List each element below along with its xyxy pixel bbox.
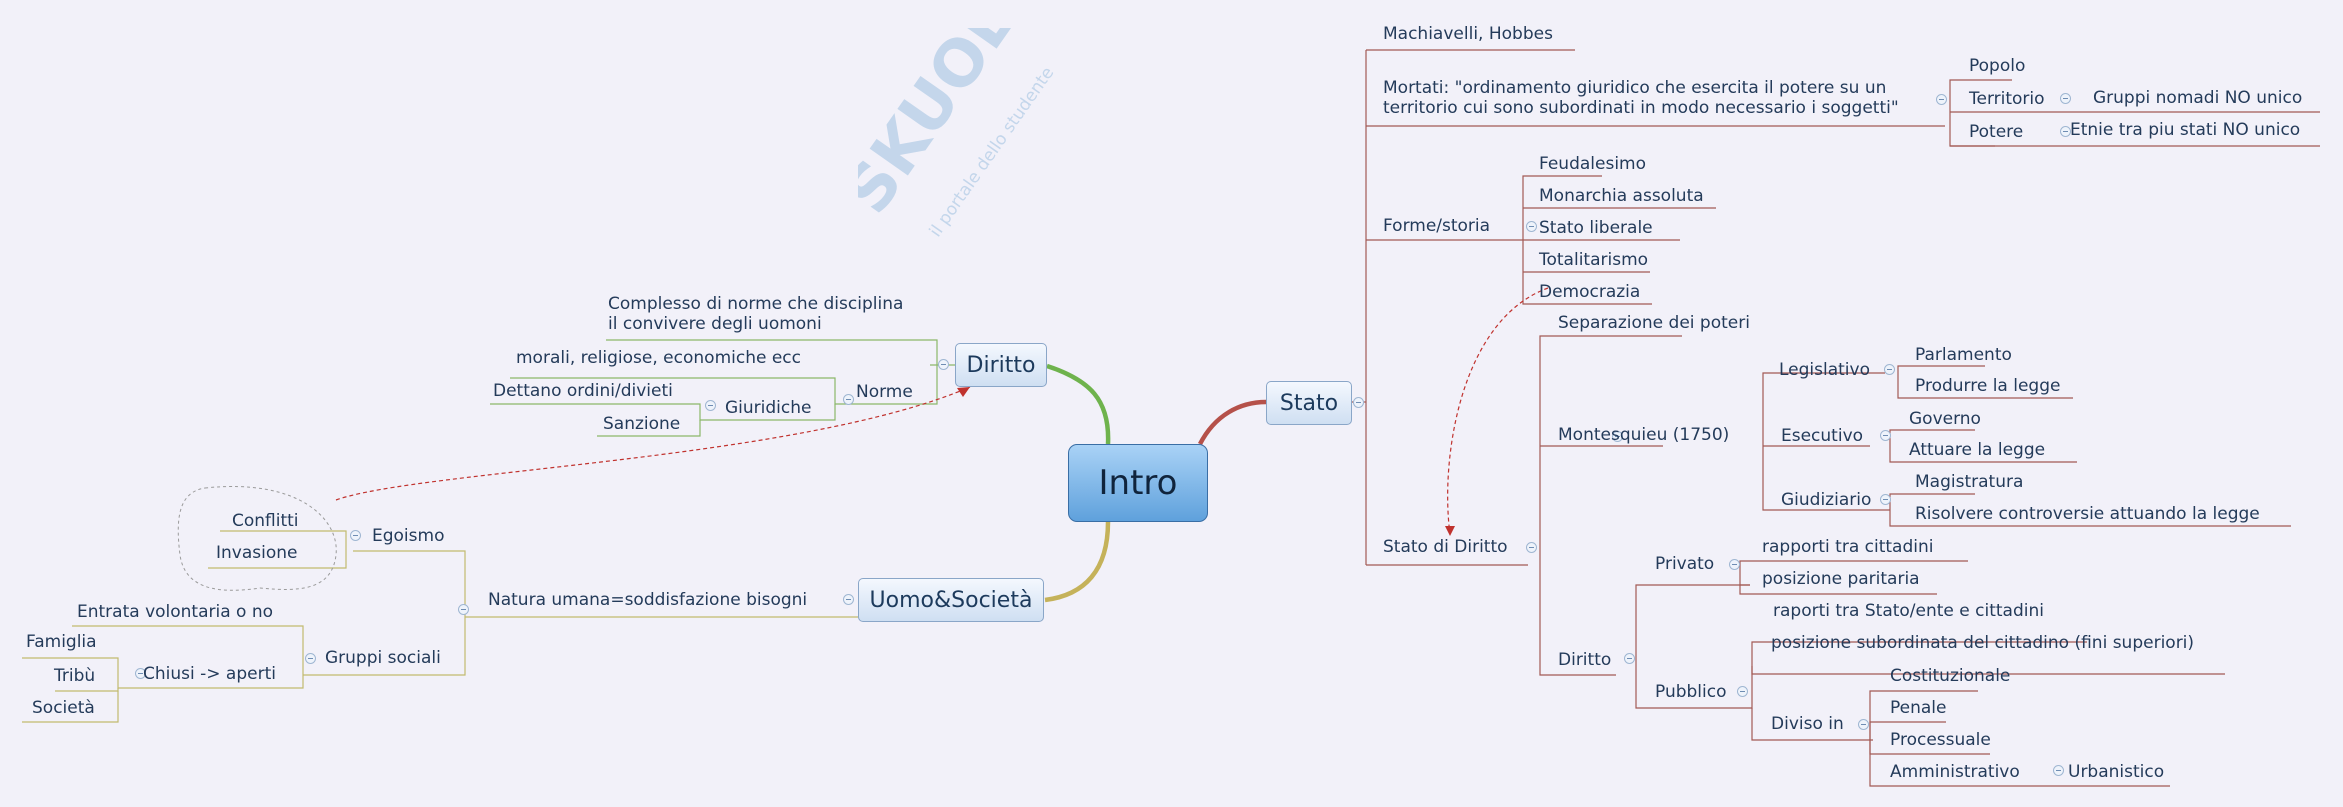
node-conflitti[interactable]: Conflitti <box>232 511 299 531</box>
topic-diritto-label: Diritto <box>966 352 1036 378</box>
node-popolo[interactable]: Popolo <box>1969 56 2026 76</box>
node-esecutivo[interactable]: Esecutivo <box>1781 426 1864 446</box>
collapse-toggle-privato[interactable] <box>1729 559 1740 570</box>
collapse-toggle-territorio[interactable] <box>2060 93 2071 104</box>
collapse-toggle-pubblico[interactable] <box>1737 686 1748 697</box>
node-posizione-subordinata[interactable]: posizione subordinata del cittadino (fin… <box>1771 633 2195 653</box>
topic-uomo-societa[interactable]: Uomo&Società <box>858 578 1044 622</box>
collapse-toggle-esecutivo[interactable] <box>1880 430 1891 441</box>
topic-stato[interactable]: Stato <box>1266 381 1352 425</box>
node-forme-storia[interactable]: Forme/storia <box>1383 216 1491 236</box>
node-democrazia[interactable]: Democrazia <box>1539 282 1641 302</box>
node-urbanistico[interactable]: Urbanistico <box>2068 762 2165 782</box>
node-societa[interactable]: Società <box>32 698 95 718</box>
node-privato[interactable]: Privato <box>1655 554 1715 574</box>
node-parlamento[interactable]: Parlamento <box>1915 345 2012 365</box>
node-mortati[interactable]: Mortati: "ordinamento giuridico che eser… <box>1383 78 1899 118</box>
node-machiavelli[interactable]: Machiavelli, Hobbes <box>1383 24 1553 44</box>
node-egoismo[interactable]: Egoismo <box>372 526 445 546</box>
node-montesquieu[interactable]: Montesquieu (1750) <box>1558 425 1730 445</box>
topic-diritto[interactable]: Diritto <box>955 343 1047 387</box>
node-produrre[interactable]: Produrre la legge <box>1915 376 2061 396</box>
node-famiglia[interactable]: Famiglia <box>26 632 97 652</box>
topic-stato-label: Stato <box>1279 390 1339 416</box>
node-stato-liberale[interactable]: Stato liberale <box>1539 218 1653 238</box>
collapse-toggle-diviso[interactable] <box>1858 719 1869 730</box>
node-giudiziario[interactable]: Giudiziario <box>1781 490 1872 510</box>
center-topic[interactable]: Intro <box>1068 444 1208 522</box>
collapse-toggle-stato[interactable] <box>1353 397 1364 408</box>
node-chiusi-aperti[interactable]: Chiusi -> aperti <box>143 664 276 684</box>
node-norme[interactable]: Norme <box>856 382 913 402</box>
node-potere[interactable]: Potere <box>1969 122 2024 142</box>
node-governo[interactable]: Governo <box>1909 409 1981 429</box>
collapse-toggle-giuridiche[interactable] <box>705 400 716 411</box>
node-feudalesimo[interactable]: Feudalesimo <box>1539 154 1647 174</box>
node-totalitarismo[interactable]: Totalitarismo <box>1539 250 1649 270</box>
node-legislativo[interactable]: Legislativo <box>1779 360 1870 380</box>
collapse-toggle-gruppi[interactable] <box>305 653 316 664</box>
node-giuridiche[interactable]: Giuridiche <box>725 398 812 418</box>
node-natura-umana[interactable]: Natura umana=soddisfazione bisogni <box>488 590 808 610</box>
collapse-toggle-amministrativo[interactable] <box>2053 765 2064 776</box>
node-tribu[interactable]: Tribù <box>54 666 96 686</box>
collapse-toggle-giudiziario[interactable] <box>1880 494 1891 505</box>
node-amministrativo[interactable]: Amministrativo <box>1890 762 2020 782</box>
skuola-watermark: SKUOLA.net il portale dello studente <box>858 28 1141 241</box>
node-rapporti-cittadini[interactable]: rapporti tra cittadini <box>1762 537 1934 557</box>
collapse-toggle-chiusi[interactable] <box>135 668 146 679</box>
node-diviso-in[interactable]: Diviso in <box>1771 714 1844 734</box>
collapse-toggle-diritto[interactable] <box>938 359 949 370</box>
node-invasione[interactable]: Invasione <box>216 543 298 563</box>
node-dettano[interactable]: Dettano ordini/divieti <box>493 381 673 401</box>
collapse-toggle-stato-diritto[interactable] <box>1526 542 1537 553</box>
node-norme-morali[interactable]: morali, religiose, economiche ecc <box>516 348 801 368</box>
collapse-toggle-forme[interactable] <box>1526 221 1537 232</box>
node-entrata[interactable]: Entrata volontaria o no <box>77 602 274 622</box>
node-risolvere[interactable]: Risolvere controversie attuando la legge <box>1915 504 2260 524</box>
collapse-toggle-legislativo[interactable] <box>1884 364 1895 375</box>
center-topic-label: Intro <box>1098 463 1178 503</box>
collapse-toggle-diritto-stato[interactable] <box>1624 653 1635 664</box>
collapse-toggle-potere[interactable] <box>2060 126 2071 137</box>
collapse-toggle-mortati[interactable] <box>1936 94 1947 105</box>
node-stato-di-diritto[interactable]: Stato di Diritto <box>1383 537 1508 557</box>
node-pubblico[interactable]: Pubblico <box>1655 682 1727 702</box>
collapse-toggle-egoismo[interactable] <box>350 530 361 541</box>
topic-uomo-societa-label: Uomo&Società <box>869 587 1033 613</box>
node-separazione[interactable]: Separazione dei poteri <box>1558 313 1750 333</box>
collapse-toggle-norme[interactable] <box>843 394 854 405</box>
node-magistratura[interactable]: Magistratura <box>1915 472 2024 492</box>
node-penale[interactable]: Penale <box>1890 698 1947 718</box>
node-etnie[interactable]: Etnie tra piu stati NO unico <box>2070 120 2301 140</box>
collapse-toggle-montesquieu[interactable] <box>1612 431 1623 442</box>
node-processuale[interactable]: Processuale <box>1890 730 1991 750</box>
node-diritto-stato[interactable]: Diritto <box>1558 650 1612 670</box>
node-gruppi-sociali[interactable]: Gruppi sociali <box>325 648 441 668</box>
node-diritto-definition[interactable]: Complesso di norme che disciplina il con… <box>608 294 904 334</box>
node-posizione-paritaria[interactable]: posizione paritaria <box>1762 569 1920 589</box>
node-sanzione[interactable]: Sanzione <box>603 414 681 434</box>
collapse-toggle-natura-left[interactable] <box>458 604 469 615</box>
collapse-toggle-natura[interactable] <box>843 594 854 605</box>
node-monarchia[interactable]: Monarchia assoluta <box>1539 186 1704 206</box>
node-costituzionale[interactable]: Costituzionale <box>1890 666 2011 686</box>
node-attuare[interactable]: Attuare la legge <box>1909 440 2046 460</box>
node-gruppi-nomadi[interactable]: Gruppi nomadi NO unico <box>2093 88 2303 108</box>
node-raporti-stato[interactable]: raporti tra Stato/ente e cittadini <box>1773 601 2044 621</box>
node-territorio[interactable]: Territorio <box>1969 89 2045 109</box>
